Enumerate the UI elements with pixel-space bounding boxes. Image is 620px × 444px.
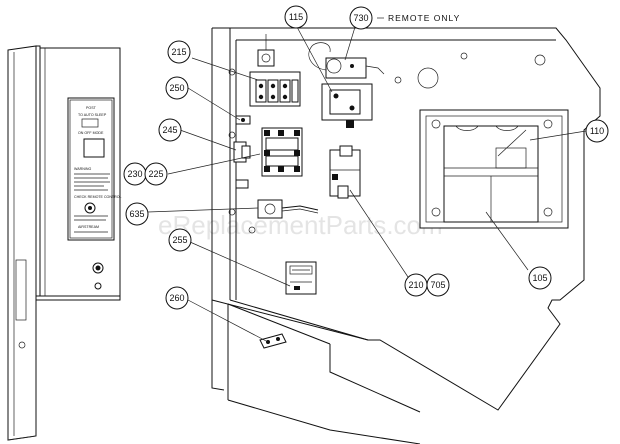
callouts: 730 REMOTE ONLY 115 215 250 245 230 225 bbox=[123, 5, 609, 310]
svg-text:210: 210 bbox=[408, 280, 423, 290]
panel-remote-label: CHECK REMOTE CONTROL bbox=[74, 195, 122, 199]
svg-text:260: 260 bbox=[169, 293, 184, 303]
leader-lines bbox=[147, 17, 529, 343]
front-control-panel: POST TO AUTO SLEEP ON OFF MODE WARNING C… bbox=[40, 47, 122, 297]
callout-230: 230 bbox=[123, 162, 147, 186]
control-relay-115 bbox=[321, 83, 373, 128]
watermark: eReplacementParts.com bbox=[158, 210, 443, 240]
svg-text:225: 225 bbox=[148, 169, 163, 179]
panel-text-line1: POST bbox=[86, 106, 97, 110]
callout-730: 730 bbox=[349, 6, 373, 30]
svg-text:250: 250 bbox=[169, 83, 184, 93]
callout-705: 705 bbox=[426, 273, 450, 297]
sensor-635 bbox=[257, 199, 319, 219]
callout-110: 110 bbox=[585, 119, 609, 143]
plate-255 bbox=[285, 261, 317, 295]
capacitor-210 bbox=[329, 145, 361, 199]
display-window bbox=[83, 138, 105, 158]
panel-footer: AIRSTREAM bbox=[78, 225, 99, 229]
svg-text:255: 255 bbox=[172, 235, 187, 245]
plug-260 bbox=[259, 333, 287, 349]
relay-block bbox=[261, 127, 303, 177]
callout-260: 260 bbox=[165, 286, 189, 310]
svg-text:230: 230 bbox=[127, 169, 142, 179]
svg-text:105: 105 bbox=[532, 273, 547, 283]
svg-text:245: 245 bbox=[162, 125, 177, 135]
svg-text:635: 635 bbox=[129, 209, 144, 219]
chassis bbox=[211, 27, 601, 444]
transformer-105 bbox=[419, 109, 569, 229]
callout-250: 250 bbox=[165, 76, 189, 100]
panel-warning-title: WARNING bbox=[74, 167, 91, 171]
svg-text:705: 705 bbox=[430, 280, 445, 290]
remote-receiver-730 bbox=[308, 42, 385, 79]
svg-text:115: 115 bbox=[289, 12, 303, 22]
side-connectors bbox=[233, 115, 251, 189]
remote-only-note: REMOTE ONLY bbox=[388, 13, 460, 23]
svg-text:730: 730 bbox=[353, 13, 368, 23]
callout-225: 225 bbox=[144, 162, 168, 186]
panel-text-line3: ON OFF MODE bbox=[78, 131, 104, 135]
callout-255: 255 bbox=[168, 228, 192, 252]
callout-210: 210 bbox=[404, 273, 428, 297]
callout-105: 105 bbox=[528, 266, 552, 290]
callout-215: 215 bbox=[167, 40, 191, 64]
callout-635: 635 bbox=[125, 202, 149, 226]
callout-245: 245 bbox=[158, 118, 182, 142]
terminal-block bbox=[249, 34, 301, 107]
callout-115: 115 bbox=[284, 5, 308, 29]
svg-text:110: 110 bbox=[590, 126, 604, 136]
panel-text-line2: TO AUTO SLEEP bbox=[78, 113, 107, 117]
svg-text:215: 215 bbox=[171, 47, 186, 57]
